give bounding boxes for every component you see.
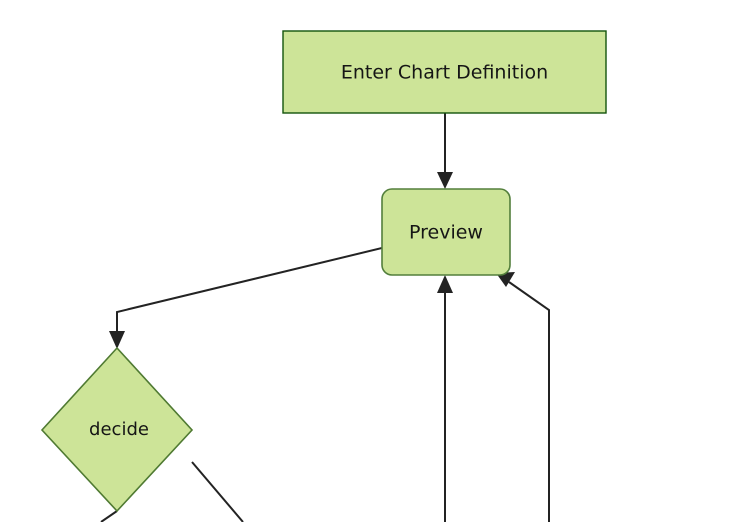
edge-line [508, 281, 550, 522]
arrowhead-icon [109, 331, 125, 349]
node-label-enter-chart-definition: Enter Chart Definition [341, 62, 548, 84]
node-diamond[interactable] [40, 346, 194, 513]
node-rounded-rectangle[interactable] [381, 188, 511, 276]
arrowhead-icon [437, 172, 453, 189]
edge-preview-to-decide [109, 247, 383, 349]
node-preview[interactable]: Preview [381, 188, 511, 276]
edge-right-up-to-preview [496, 272, 550, 522]
edge-decide-right-out [191, 461, 244, 522]
node-decide[interactable]: decide [40, 346, 194, 513]
node-label-preview: Preview [409, 222, 483, 244]
arrowhead-icon [437, 275, 453, 293]
edge-line [116, 247, 383, 337]
edge-line [191, 461, 244, 522]
edge-decide-bottom-out [100, 510, 118, 522]
edge-line [100, 510, 118, 522]
edge-center-up-to-preview [437, 275, 453, 522]
node-label-decide: decide [89, 419, 149, 440]
edge-enter-to-preview [437, 113, 453, 189]
node-rectangle[interactable] [282, 30, 607, 114]
node-enter-chart-definition[interactable]: Enter Chart Definition [282, 30, 607, 114]
